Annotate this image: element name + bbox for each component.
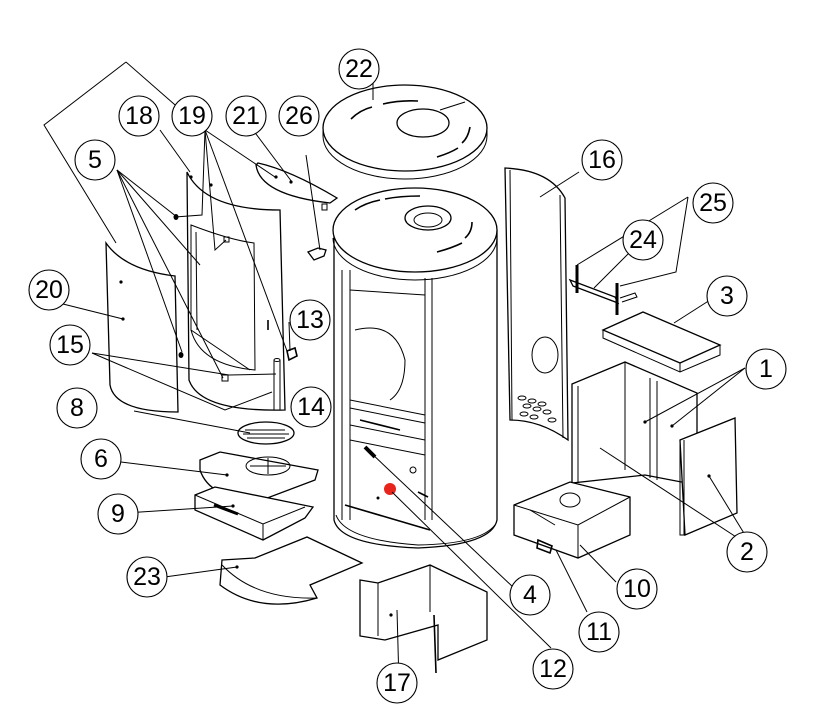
callout-label: 23 [133, 563, 161, 591]
callout-14: 14 [290, 386, 332, 428]
callout-26: 26 [278, 95, 320, 137]
callout-17: 17 [376, 662, 418, 704]
part-door [173, 171, 286, 411]
callout-18: 18 [118, 95, 160, 137]
callout-21: 21 [225, 95, 267, 137]
part-lower-tray [513, 481, 631, 559]
callout-label: 10 [623, 575, 651, 603]
callout-6: 6 [80, 438, 122, 480]
part-deflector [255, 162, 339, 211]
callout-4: 4 [509, 574, 551, 616]
callout-1: 1 [745, 348, 787, 390]
callout-label: 19 [178, 102, 206, 130]
part-grate [237, 421, 295, 445]
callout-2: 2 [726, 531, 768, 573]
part-handle-rod [273, 346, 298, 410]
part-front-plate [219, 536, 364, 605]
part-side-brick [679, 417, 738, 536]
callout-11: 11 [578, 611, 620, 653]
callout-label: 2 [740, 538, 754, 566]
callout-label: 14 [297, 393, 325, 421]
callout-13: 13 [289, 299, 331, 341]
callout-label: 13 [296, 306, 324, 334]
callout-19: 19 [171, 95, 213, 137]
part-rear-bricks [571, 361, 698, 486]
callout-label: 8 [70, 394, 84, 422]
callout-label: 9 [111, 500, 125, 528]
callout-12: 12 [532, 648, 574, 690]
callout-20: 20 [28, 269, 70, 311]
part-side-panel [504, 167, 569, 442]
callout-22: 22 [338, 48, 380, 90]
part-26-clip [306, 247, 327, 261]
callout-label: 5 [88, 146, 102, 174]
callout-label: 4 [523, 581, 537, 609]
callout-25: 25 [692, 182, 734, 224]
part-base-panel [359, 564, 488, 674]
callout-10: 10 [616, 568, 658, 610]
callout-9: 9 [97, 493, 139, 535]
highlighted-part-12 [384, 483, 396, 495]
callout-label: 16 [588, 146, 616, 174]
callout-3: 3 [706, 275, 748, 317]
callout-label: 20 [35, 276, 63, 304]
callout-label: 11 [586, 618, 612, 646]
callout-5: 5 [74, 139, 116, 181]
callout-label: 12 [539, 655, 567, 683]
callout-label: 25 [699, 189, 727, 217]
callout-16: 16 [581, 139, 623, 181]
callout-label: 15 [56, 331, 84, 359]
part-top-brick [601, 311, 722, 373]
part-ash-pan [194, 486, 315, 541]
callout-label: 1 [759, 355, 773, 383]
callout-label: 18 [125, 102, 153, 130]
callout-label: 21 [232, 102, 260, 130]
callout-23: 23 [126, 556, 168, 598]
callout-label: 26 [285, 102, 313, 130]
callout-label: 3 [720, 282, 734, 310]
callout-label: 17 [383, 669, 411, 697]
part-top-lid [322, 84, 488, 180]
part-stove-body [332, 187, 498, 549]
callout-8: 8 [56, 387, 98, 429]
part-front-door-panel [105, 240, 179, 413]
callout-label: 22 [345, 55, 373, 83]
callout-label: 6 [94, 445, 108, 473]
callout-24: 24 [622, 219, 664, 261]
callout-label: 24 [629, 226, 657, 254]
part-bracket [568, 265, 638, 315]
callout-15: 15 [49, 324, 91, 366]
